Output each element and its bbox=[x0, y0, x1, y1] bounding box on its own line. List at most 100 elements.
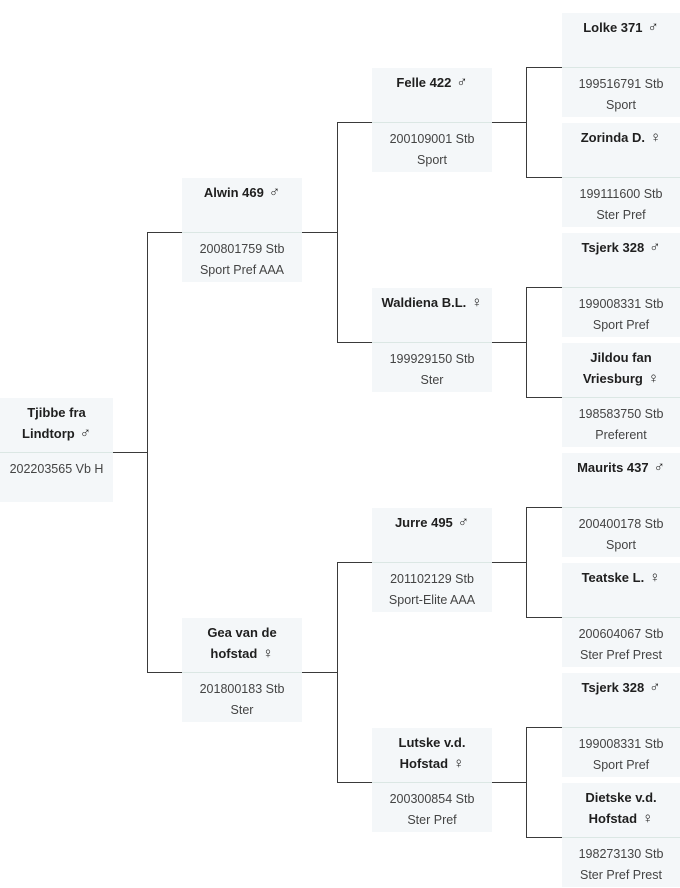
registration-number: 200604067 Stb bbox=[578, 627, 664, 641]
male-symbol-icon: ♂ bbox=[79, 425, 91, 442]
predicate: Ster Pref bbox=[596, 208, 646, 222]
subject-node[interactable]: Tjibbe fra Lindtorp♂ 202203565 Vb H bbox=[0, 398, 113, 502]
horse-name: Lolke 371 bbox=[583, 20, 643, 35]
connector bbox=[337, 122, 372, 123]
connector bbox=[302, 672, 338, 673]
divider bbox=[562, 617, 680, 618]
horse-name-cell: Tsjerk 328♂ bbox=[562, 673, 680, 727]
connector bbox=[337, 562, 338, 782]
predicate: Sport bbox=[606, 98, 636, 112]
great-grandparent-node[interactable]: Jildou fan Vriesburg♀ 198583750 Stb Pref… bbox=[562, 343, 680, 447]
predicate: Ster Pref bbox=[407, 813, 457, 827]
registration-number: 198583750 Stb bbox=[578, 407, 664, 421]
horse-name: Tjibbe fra Lindtorp bbox=[22, 405, 86, 441]
horse-name: Alwin 469 bbox=[203, 185, 264, 200]
divider bbox=[372, 562, 492, 563]
horse-info-cell: 199008331 Stb Sport Pref bbox=[562, 728, 680, 777]
registration-number: 200801759 Stb bbox=[199, 242, 285, 256]
horse-name: Jildou fan Vriesburg bbox=[582, 350, 652, 386]
connector bbox=[526, 287, 527, 397]
connector bbox=[337, 782, 372, 783]
horse-name-cell: Maurits 437♂ bbox=[562, 453, 680, 507]
horse-name-cell: Alwin 469 ♂ bbox=[182, 178, 302, 232]
connector bbox=[147, 672, 182, 673]
connector bbox=[526, 507, 527, 617]
male-symbol-icon: ♂ bbox=[268, 184, 281, 201]
predicate: Sport Pref bbox=[592, 318, 650, 332]
horse-name-cell: Jildou fan Vriesburg♀ bbox=[562, 343, 680, 397]
horse-name: Tsjerk 328 bbox=[581, 680, 645, 695]
great-grandparent-node[interactable]: Dietske v.d. Hofstad♀ 198273130 Stb Ster… bbox=[562, 783, 680, 887]
great-grandparent-node[interactable]: Tsjerk 328♂ 199008331 Stb Sport Pref bbox=[562, 673, 680, 777]
parent-node[interactable]: Alwin 469♂ 200801759 Stb Sport Pref AAA bbox=[182, 178, 302, 282]
predicate: Ster bbox=[420, 373, 444, 387]
horse-name: Dietske v.d. Hofstad bbox=[585, 790, 657, 826]
great-grandparent-node[interactable]: Teatske L.♀ 200604067 Stb Ster Pref Pres… bbox=[562, 563, 680, 667]
registration-number: 201102129 Stb bbox=[390, 572, 474, 586]
male-symbol-icon: ♂ bbox=[653, 459, 665, 476]
grandparent-node[interactable]: Felle 422♂ 200109001 Stb Sport bbox=[372, 68, 492, 172]
registration-number: 199008331 Stb bbox=[578, 297, 664, 311]
female-symbol-icon: ♀ bbox=[262, 645, 274, 662]
female-symbol-icon: ♀ bbox=[649, 569, 661, 586]
predicate: Ster Pref Prest bbox=[580, 868, 662, 882]
horse-name-cell: Lolke 371♂ bbox=[562, 13, 680, 67]
registration-number: 200300854 Stb bbox=[389, 792, 475, 806]
horse-name-cell: Tjibbe fra Lindtorp♂ bbox=[0, 398, 113, 452]
divider bbox=[562, 287, 680, 288]
horse-name: Waldiena B.L. bbox=[381, 295, 467, 310]
horse-info-cell: 198583750 Stb Preferent bbox=[562, 398, 680, 447]
divider bbox=[562, 837, 680, 838]
divider bbox=[562, 397, 680, 398]
predicate: Ster bbox=[230, 703, 254, 717]
male-symbol-icon: ♂ bbox=[649, 239, 661, 256]
divider bbox=[182, 672, 302, 673]
connector bbox=[526, 617, 562, 618]
parent-node[interactable]: Gea van de hofstad♀ 201800183 Stb Ster bbox=[182, 618, 302, 722]
great-grandparent-node[interactable]: Maurits 437♂ 200400178 Stb Sport bbox=[562, 453, 680, 557]
predicate: Preferent bbox=[595, 428, 647, 442]
registration-number: 200400178 Stb bbox=[578, 517, 664, 531]
female-symbol-icon: ♀ bbox=[647, 370, 660, 387]
predicate: Ster Pref Prest bbox=[580, 648, 662, 662]
divider bbox=[562, 507, 680, 508]
horse-info-cell: 199111600 Stb Ster Pref bbox=[562, 178, 680, 227]
grandparent-node[interactable]: Jurre 495♂ 201102129 Stb Sport-Elite AAA bbox=[372, 508, 492, 612]
connector bbox=[337, 562, 372, 563]
predicate: Sport-Elite AAA bbox=[388, 593, 476, 607]
connector bbox=[526, 727, 562, 728]
connector bbox=[526, 67, 562, 68]
registration-number: 201800183 Stb bbox=[199, 682, 285, 696]
connector bbox=[492, 562, 527, 563]
registration-number: 202203565 Vb H bbox=[9, 462, 104, 476]
horse-info-cell: 198273130 Stb Ster Pref Prest bbox=[562, 838, 680, 887]
horse-info-cell: 199008331 Stb Sport Pref bbox=[562, 288, 680, 337]
horse-info-cell: 200300854 Stb Ster Pref bbox=[372, 783, 492, 832]
connector bbox=[526, 67, 527, 177]
horse-name-cell: Waldiena B.L. ♀ bbox=[372, 288, 492, 342]
female-symbol-icon: ♀ bbox=[453, 755, 465, 772]
predicate: Sport Pref bbox=[592, 758, 650, 772]
grandparent-node[interactable]: Waldiena B.L.♀ 199929150 Stb Ster bbox=[372, 288, 492, 392]
horse-name-cell: Jurre 495♂ bbox=[372, 508, 492, 562]
registration-number: 199008331 Stb bbox=[578, 737, 664, 751]
great-grandparent-node[interactable]: Zorinda D.♀ 199111600 Stb Ster Pref bbox=[562, 123, 680, 227]
great-grandparent-node[interactable]: Lolke 371♂ 199516791 Stb Sport bbox=[562, 13, 680, 117]
horse-name-cell: Felle 422♂ bbox=[372, 68, 492, 122]
horse-info-cell: 200109001 Stb Sport bbox=[372, 123, 492, 172]
registration-number: 198273130 Stb bbox=[578, 847, 664, 861]
horse-name-cell: Tsjerk 328♂ bbox=[562, 233, 680, 287]
great-grandparent-node[interactable]: Tsjerk 328♂ 199008331 Stb Sport Pref bbox=[562, 233, 680, 337]
connector bbox=[526, 397, 562, 398]
female-symbol-icon: ♀ bbox=[471, 294, 483, 311]
connector bbox=[337, 342, 372, 343]
horse-name-cell: Zorinda D.♀ bbox=[562, 123, 680, 177]
grandparent-node[interactable]: Lutske v.d. Hofstad♀ 200300854 Stb Ster … bbox=[372, 728, 492, 832]
divider bbox=[562, 177, 680, 178]
horse-name-cell: Teatske L.♀ bbox=[562, 563, 680, 617]
connector bbox=[492, 342, 527, 343]
divider bbox=[372, 122, 492, 123]
divider bbox=[372, 782, 492, 783]
divider bbox=[0, 452, 113, 453]
